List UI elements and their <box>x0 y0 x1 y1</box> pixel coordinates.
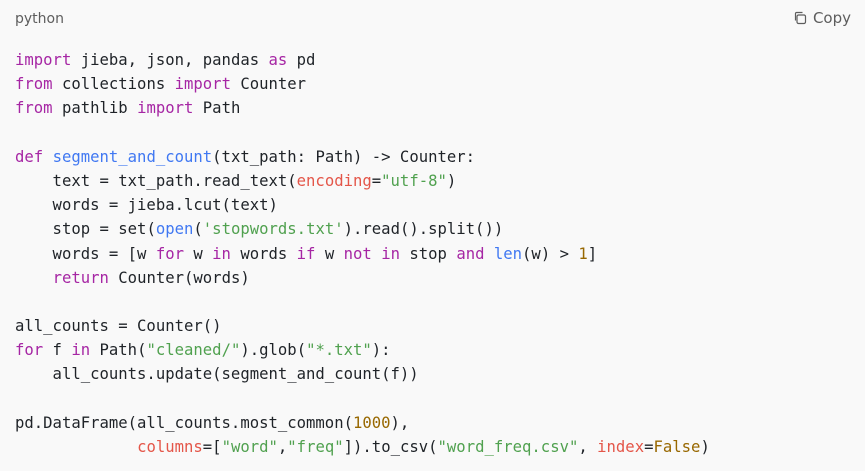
code-token: for <box>15 341 44 360</box>
code-token: w <box>315 244 344 263</box>
code-token: "freq" <box>287 438 344 456</box>
code-token: 'stopwords.txt' <box>202 220 344 239</box>
code-line <box>15 290 710 314</box>
code-token: not <box>343 244 372 263</box>
code-token: Counter <box>230 75 307 94</box>
code-token: collections <box>52 75 175 94</box>
code-token: stop = <box>15 220 119 239</box>
code-token: ): <box>371 341 391 360</box>
code-token <box>15 269 53 287</box>
code-token <box>43 148 52 166</box>
code-token: (txt_path: Path) -> Counter: <box>212 147 476 166</box>
code-token: f <box>43 341 72 360</box>
code-token: import <box>137 99 194 118</box>
code-token: words <box>230 244 297 263</box>
code-token: words = [w <box>15 244 156 263</box>
code-line: columns=["word","freq"]).to_csv("word_fr… <box>15 435 710 459</box>
code-token: , <box>578 438 598 456</box>
code-line: def segment_and_count(txt_path: Path) ->… <box>15 145 710 169</box>
code-line: all_counts = Counter() <box>15 314 710 338</box>
code-line: import jieba, json, pandas as pd <box>15 48 710 72</box>
code-token: words = jieba.lcut(text) <box>15 196 278 215</box>
copy-icon <box>793 11 807 25</box>
code-line: words = jieba.lcut(text) <box>15 193 710 217</box>
code-token: Path <box>193 99 241 118</box>
code-token: w <box>184 244 213 263</box>
code-token: = <box>644 438 654 456</box>
code-token: in <box>212 244 231 263</box>
code-token: ).read().split()) <box>343 220 504 239</box>
code-token: encoding <box>296 171 372 190</box>
code-token: False <box>653 438 701 456</box>
code-line <box>15 121 710 145</box>
code-token: jieba, json, pandas <box>71 51 269 69</box>
code-token: all_counts = Counter() <box>15 317 222 336</box>
code-token: ) <box>446 171 457 190</box>
code-token: Path( <box>90 341 147 360</box>
code-line: for f in Path("cleaned/").glob("*.txt"): <box>15 338 710 362</box>
code-line: from collections import Counter <box>15 72 710 96</box>
code-line: stop = set(open('stopwords.txt').read().… <box>15 217 710 241</box>
code-line: pd.DataFrame(all_counts.most_common(1000… <box>15 411 710 435</box>
code-token: pathlib <box>52 99 138 118</box>
code-line <box>15 387 710 411</box>
code-token: index <box>597 438 645 456</box>
code-token: =[ <box>202 438 222 456</box>
code-token: columns <box>137 438 203 456</box>
code-line: return Counter(words) <box>15 266 710 290</box>
code-token: set <box>118 220 147 239</box>
code-token: stop <box>399 244 457 263</box>
copy-button[interactable]: Copy <box>793 9 851 27</box>
code-token: text = txt_path.read_text( <box>15 171 297 190</box>
code-line: from pathlib import Path <box>15 96 710 120</box>
code-token: def <box>15 147 44 166</box>
code-token: import <box>174 75 231 94</box>
code-token: return <box>52 268 109 287</box>
code-token: ( <box>146 220 156 239</box>
code-token: for <box>155 244 184 263</box>
code-line: words = [w for w in words if w not in st… <box>15 242 710 266</box>
code-token: as <box>268 51 288 69</box>
code-token: len <box>493 244 523 263</box>
code-token: ] <box>587 244 598 263</box>
code-token: "word" <box>221 438 278 456</box>
code-token <box>372 245 381 263</box>
code-token: "word_freq.csv" <box>437 438 579 456</box>
code-token: pd <box>287 51 316 69</box>
code-line: all_counts.update(segment_and_count(f)) <box>15 362 710 386</box>
code-token: ) <box>700 438 710 456</box>
code-token: from <box>15 75 53 94</box>
code-token: , <box>277 438 288 456</box>
code-token: 1000 <box>352 413 391 432</box>
code-token: (w) > <box>522 244 579 263</box>
code-token: ]).to_csv( <box>343 438 438 456</box>
code-token: segment_and_count <box>52 147 213 166</box>
code-token: all_counts.update(segment_and_count(f)) <box>15 365 419 384</box>
copy-label: Copy <box>812 9 851 27</box>
code-token: from <box>15 99 53 118</box>
code-token: ).glob( <box>240 341 307 360</box>
code-token: ), <box>390 413 410 432</box>
code-token: and <box>456 244 485 263</box>
code-token: "cleaned/" <box>146 341 241 360</box>
code-token: in <box>381 244 400 263</box>
code-token <box>15 438 137 456</box>
code-token: 1 <box>578 244 588 263</box>
code-block-header: python Copy <box>0 0 865 40</box>
code-token: = <box>371 171 382 190</box>
language-label: python <box>15 11 64 27</box>
code-token: open <box>155 220 194 239</box>
code-token: "*.txt" <box>306 341 372 360</box>
code-line: text = txt_path.read_text(encoding="utf-… <box>15 169 710 193</box>
code-token: "utf-8" <box>381 171 447 190</box>
code-token: ( <box>193 220 203 239</box>
code-token <box>484 245 493 263</box>
code-token: import <box>15 51 72 69</box>
code-token: pd.DataFrame(all_counts.most_common( <box>15 413 353 432</box>
code-token: Counter(words) <box>108 268 250 287</box>
code-token: if <box>296 244 316 263</box>
code-token: in <box>71 341 91 360</box>
